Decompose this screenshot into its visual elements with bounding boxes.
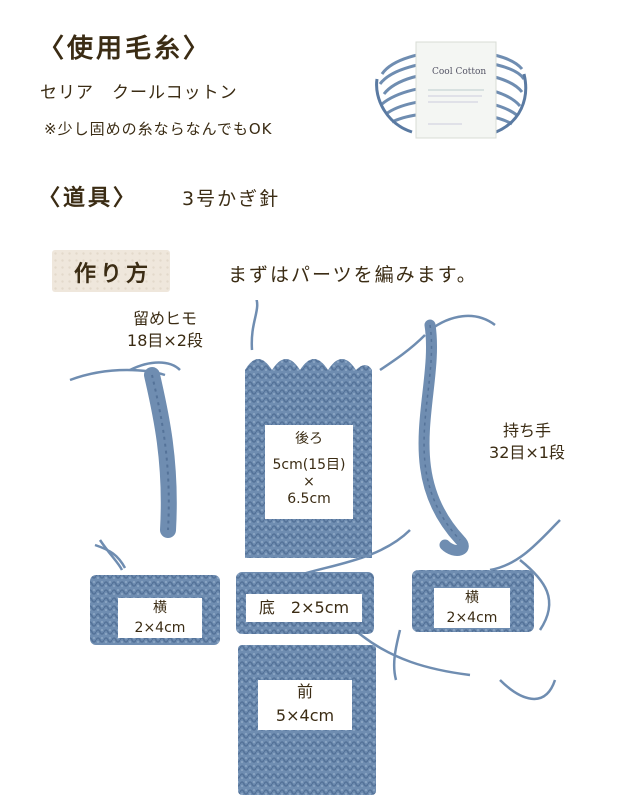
side-left-size: 2×4cm — [134, 620, 186, 636]
yarn-name: セリア クールコットン — [40, 83, 238, 103]
strap-label: 留めヒモ 18目×2段 — [110, 308, 220, 352]
side-right-size: 2×4cm — [446, 610, 498, 626]
method-note: まずはパーツを編みます。 — [228, 264, 478, 286]
side-right-name: 横 — [465, 590, 479, 606]
yarn-note: ※少し固めの糸ならなんでもOK — [44, 120, 273, 138]
handle-name: 持ち手 — [502, 421, 551, 440]
side-right-label-card: 横 2×4cm — [434, 588, 510, 628]
strap-size: 18目×2段 — [127, 331, 203, 350]
front-label-card: 前 5×4cm — [258, 680, 352, 730]
back-size-times: × — [303, 474, 315, 490]
back-name: 後ろ — [295, 431, 323, 447]
method-title-background — [52, 250, 170, 292]
back-size-width: 5cm(15目) — [272, 457, 346, 473]
tools-title: 〈道具〉 — [38, 186, 139, 211]
handle-piece — [418, 319, 469, 556]
back-size-height: 6.5cm — [287, 491, 331, 507]
handle-label: 持ち手 32目×1段 — [472, 420, 582, 464]
front-size: 5×4cm — [275, 706, 335, 725]
materials-title: 〈使用毛糸〉 — [38, 34, 213, 64]
yarn-brand-text: Cool Cotton — [432, 67, 486, 77]
front-name: 前 — [296, 682, 313, 701]
side-left-label-card: 横 2×4cm — [118, 598, 202, 638]
tools-value: 3号かぎ針 — [182, 188, 281, 210]
strap-name: 留めヒモ — [132, 309, 197, 328]
side-left-name: 横 — [153, 600, 167, 616]
yarn-package-image: Cool Cotton — [375, 41, 528, 139]
bottom-label: 底 2×5cm — [258, 598, 350, 617]
back-label-card: 後ろ 5cm(15目) × 6.5cm — [265, 425, 353, 519]
method-title: 作り方 — [74, 262, 153, 287]
handle-size: 32目×1段 — [489, 443, 565, 462]
bottom-label-card: 底 2×5cm — [246, 594, 362, 622]
